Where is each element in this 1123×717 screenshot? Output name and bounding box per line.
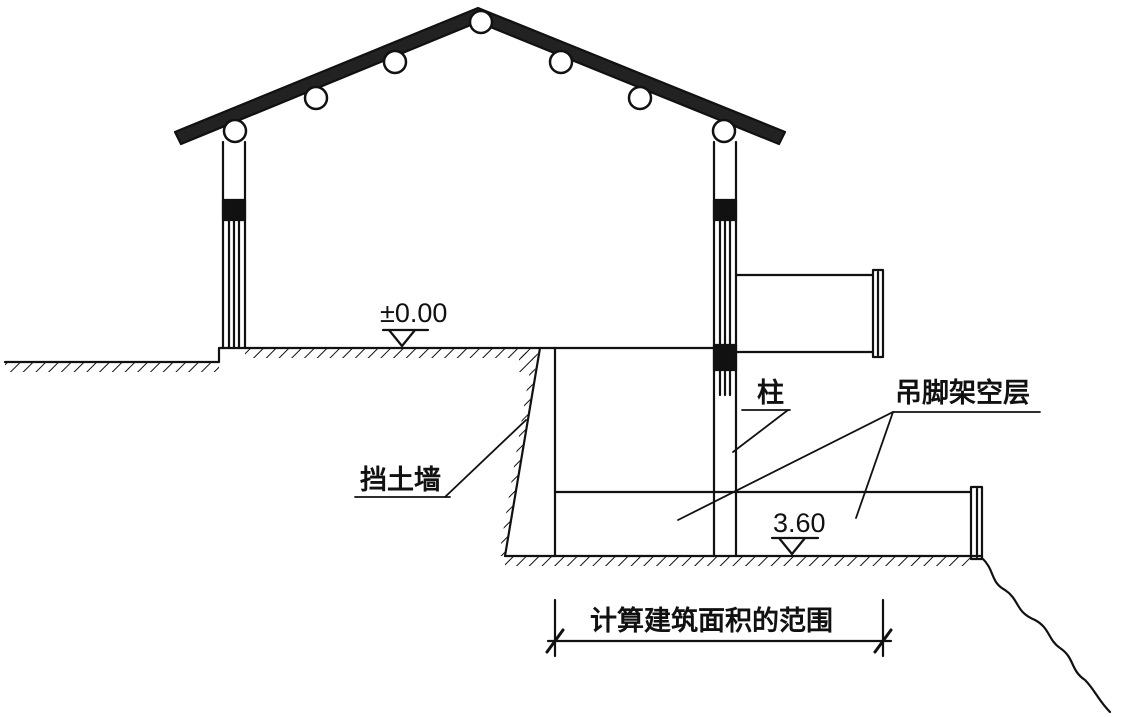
- retaining-wall-label: 挡土墙: [360, 465, 441, 496]
- roof: [173, 6, 787, 146]
- elevation-label-top: ±0.00: [380, 298, 448, 328]
- area-range-label: 计算建筑面积的范围: [590, 606, 833, 637]
- purlin-left-2: [303, 85, 329, 111]
- purlin-ridge: [468, 9, 494, 35]
- elevation-marker-bottom: [770, 536, 820, 556]
- stilt-space-label: 吊脚架空层: [895, 378, 1030, 409]
- leader-stilt-2: [855, 411, 894, 519]
- upper-ground: [3, 346, 542, 372]
- column-label: 柱: [757, 378, 784, 409]
- purlins: [222, 9, 737, 144]
- purlin-eave-left: [222, 118, 248, 144]
- elevation-marker-top: [381, 328, 430, 348]
- purlin-eave-right: [711, 118, 737, 144]
- stilt-floor: [503, 485, 984, 566]
- right-column: [712, 140, 738, 558]
- purlin-left-1: [382, 49, 408, 75]
- upper-cantilever: [734, 268, 885, 359]
- leader-column: [732, 409, 789, 453]
- retaining-wall: [499, 346, 557, 558]
- terrain-slope: [980, 556, 1112, 714]
- elevation-label-bottom: 3.60: [773, 508, 826, 538]
- leader-lines: [354, 409, 1041, 521]
- leader-wall: [444, 419, 527, 498]
- purlin-right-1: [548, 49, 574, 75]
- dimension-line: [545, 598, 893, 658]
- leader-stilt-1: [677, 411, 894, 521]
- left-column: [221, 140, 247, 350]
- purlin-right-2: [627, 85, 653, 111]
